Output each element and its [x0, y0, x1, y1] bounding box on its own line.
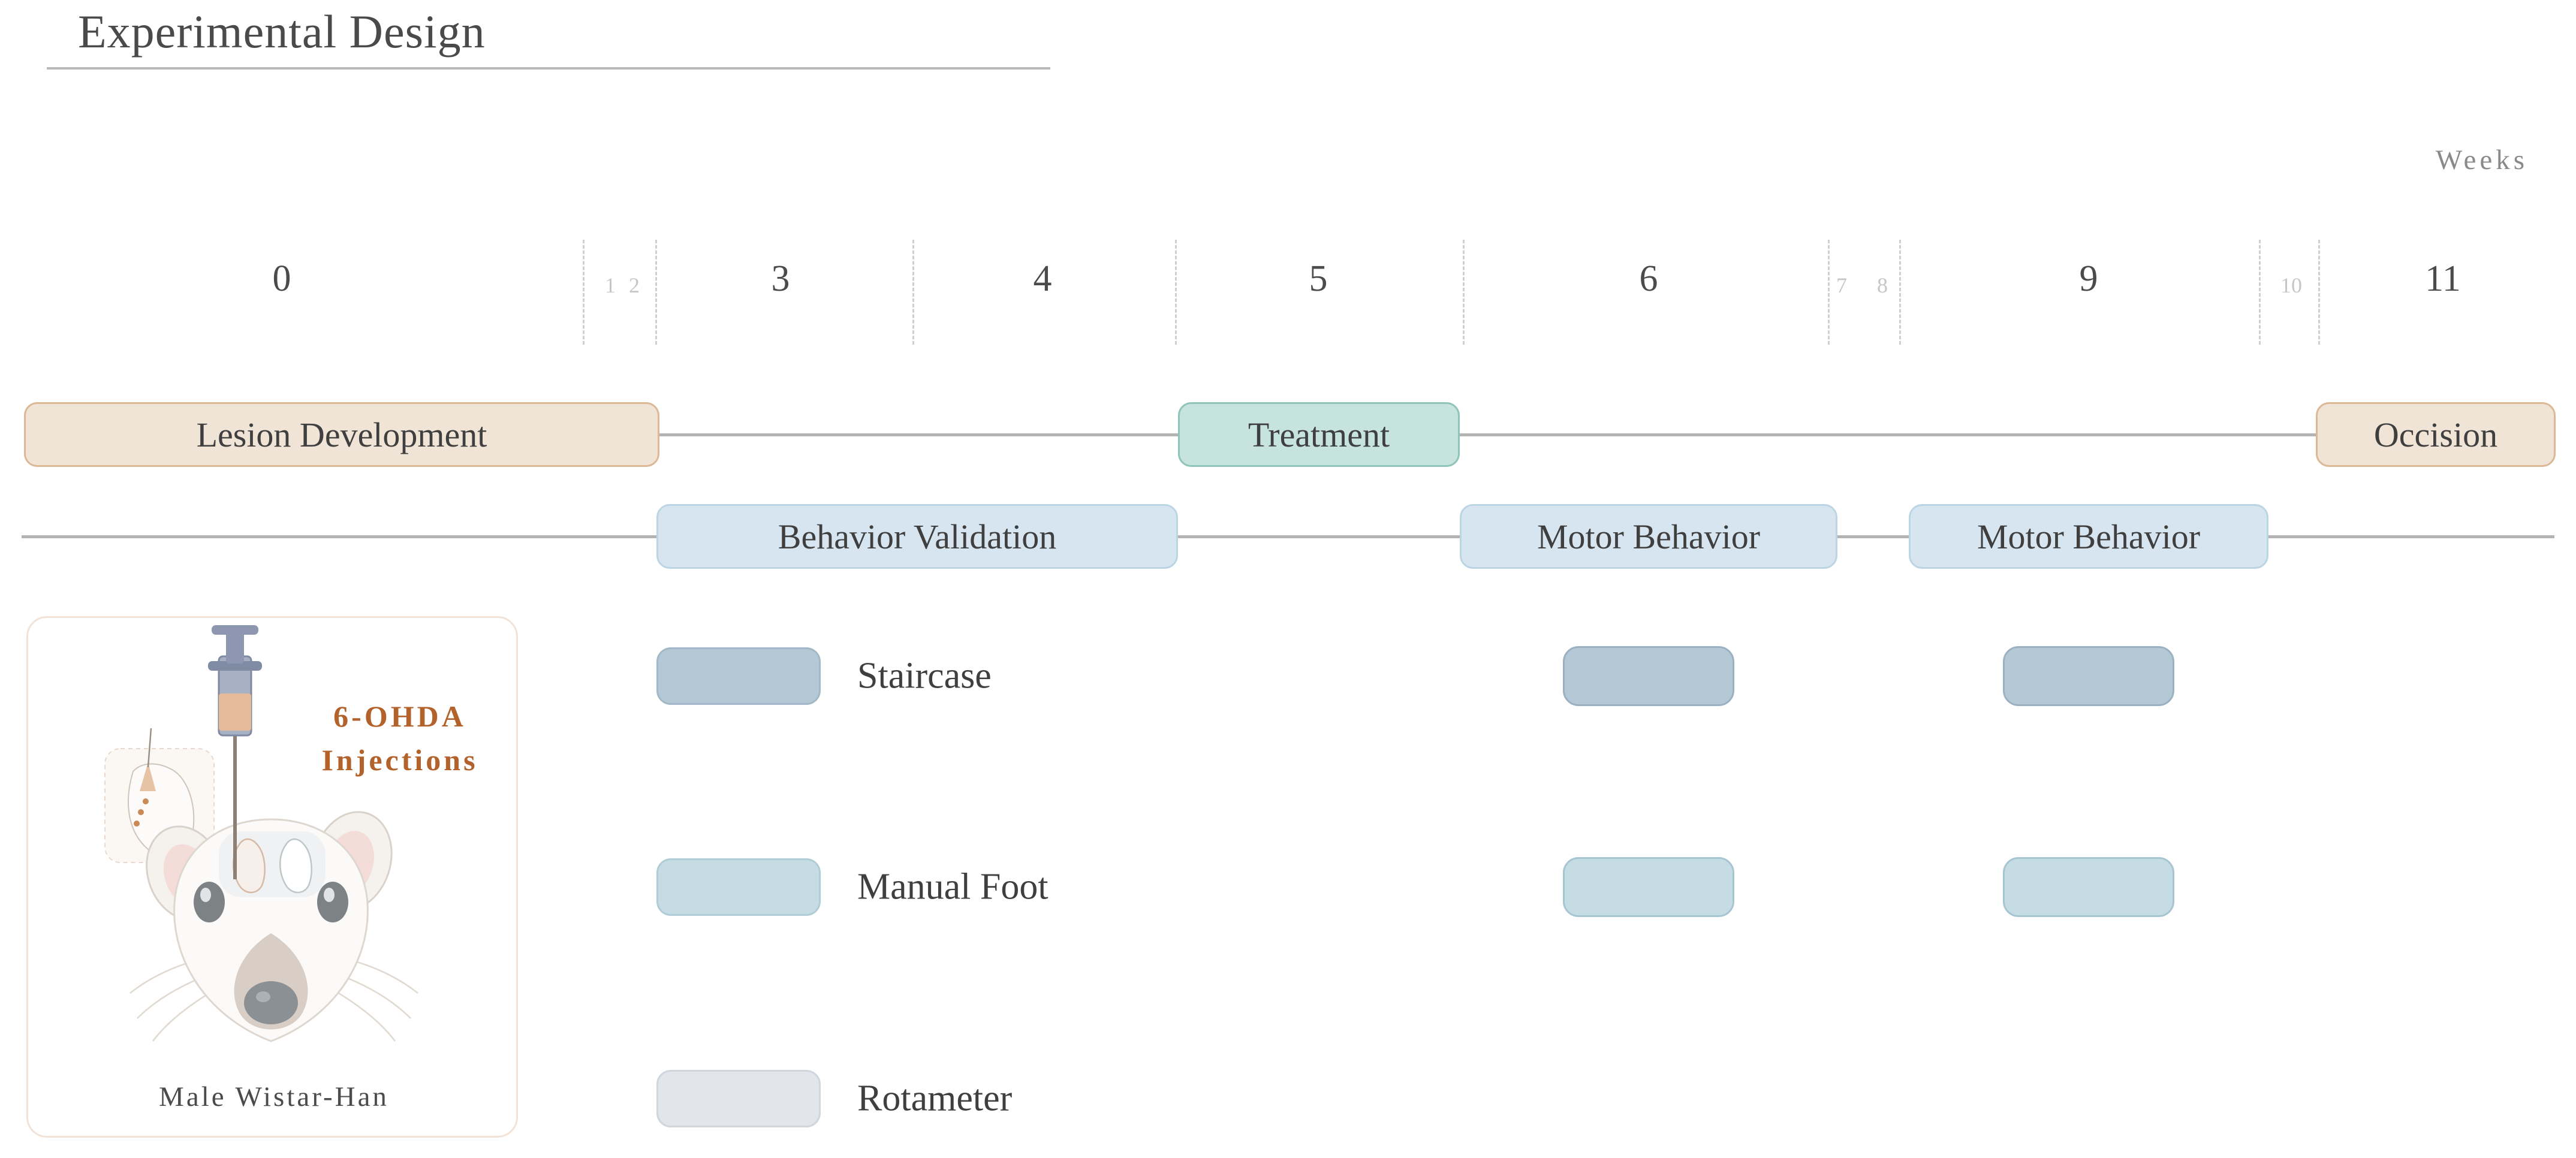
assay-marker-manual-foot-week9[interactable]	[2003, 857, 2174, 917]
assessment-label: Motor Behavior	[1536, 517, 1761, 556]
axis-gridline-6	[1899, 240, 1901, 345]
assay-swatch-rotameter	[656, 1070, 821, 1127]
axis-gridline-1	[655, 240, 657, 345]
assay-marker-manual-foot-week6[interactable]	[1563, 857, 1734, 917]
assessment-behavior-validation[interactable]: Behavior Validation	[656, 504, 1178, 569]
assessment-label: Motor Behavior	[1977, 517, 2201, 556]
page-title: Experimental Design	[78, 5, 486, 58]
drug-procedure: Injections	[321, 743, 478, 777]
assessment-track-line	[22, 535, 2554, 538]
week-label-3: 3	[771, 258, 790, 299]
title-underline	[47, 67, 1050, 70]
rat-head-illustration	[104, 625, 418, 1042]
phase-track-line	[650, 433, 2383, 436]
week-label-5: 5	[1309, 258, 1328, 299]
assay-label-staircase: Staircase	[857, 655, 992, 696]
phase-treatment[interactable]: Treatment	[1178, 402, 1460, 467]
phase-label: Lesion Development	[196, 415, 487, 454]
axis-gridline-4	[1463, 240, 1465, 345]
week-label-9: 9	[2079, 258, 2098, 299]
axis-gridline-5	[1828, 240, 1830, 345]
assay-label-rotameter: Rotameter	[857, 1078, 1013, 1119]
phase-lesion-development[interactable]: Lesion Development	[24, 402, 659, 467]
week-label-0: 0	[272, 258, 291, 299]
week-label-11: 11	[2425, 258, 2461, 299]
week-label-7: 7	[1836, 273, 1847, 297]
week-label-4: 4	[1033, 258, 1052, 299]
axis-caption-weeks: Weeks	[2435, 144, 2528, 176]
week-label-2: 2	[629, 273, 640, 297]
axis-gridline-7	[2259, 240, 2261, 345]
axis-gridline-3	[1175, 240, 1177, 345]
axis-gridline-0	[583, 240, 585, 345]
subject-card: 6-OHDA Injections Male Wistar-Han	[26, 616, 518, 1138]
drug-name: 6-OHDA	[333, 699, 466, 733]
assessment-label: Behavior Validation	[778, 517, 1057, 556]
phase-label: Occision	[2373, 415, 2498, 454]
drug-label: 6-OHDA Injections	[292, 695, 508, 782]
assay-label-manual-foot: Manual Foot	[857, 866, 1049, 907]
week-label-6: 6	[1639, 258, 1658, 299]
assessment-motor-behavior-week6[interactable]: Motor Behavior	[1460, 504, 1837, 569]
week-label-1: 1	[605, 273, 616, 297]
phase-label: Treatment	[1248, 415, 1390, 454]
axis-gridline-8	[2318, 240, 2320, 345]
week-label-10: 10	[2280, 273, 2302, 297]
week-label-8: 8	[1877, 273, 1888, 297]
assay-marker-staircase-week9[interactable]	[2003, 646, 2174, 706]
assessment-motor-behavior-week9[interactable]: Motor Behavior	[1909, 504, 2268, 569]
phase-occision[interactable]: Occision	[2316, 402, 2556, 467]
assay-swatch-staircase	[656, 647, 821, 705]
assay-swatch-manual-foot	[656, 858, 821, 916]
subject-strain-caption: Male Wistar-Han	[159, 1081, 389, 1112]
assay-marker-staircase-week6[interactable]	[1563, 646, 1734, 706]
axis-gridline-2	[912, 240, 914, 345]
